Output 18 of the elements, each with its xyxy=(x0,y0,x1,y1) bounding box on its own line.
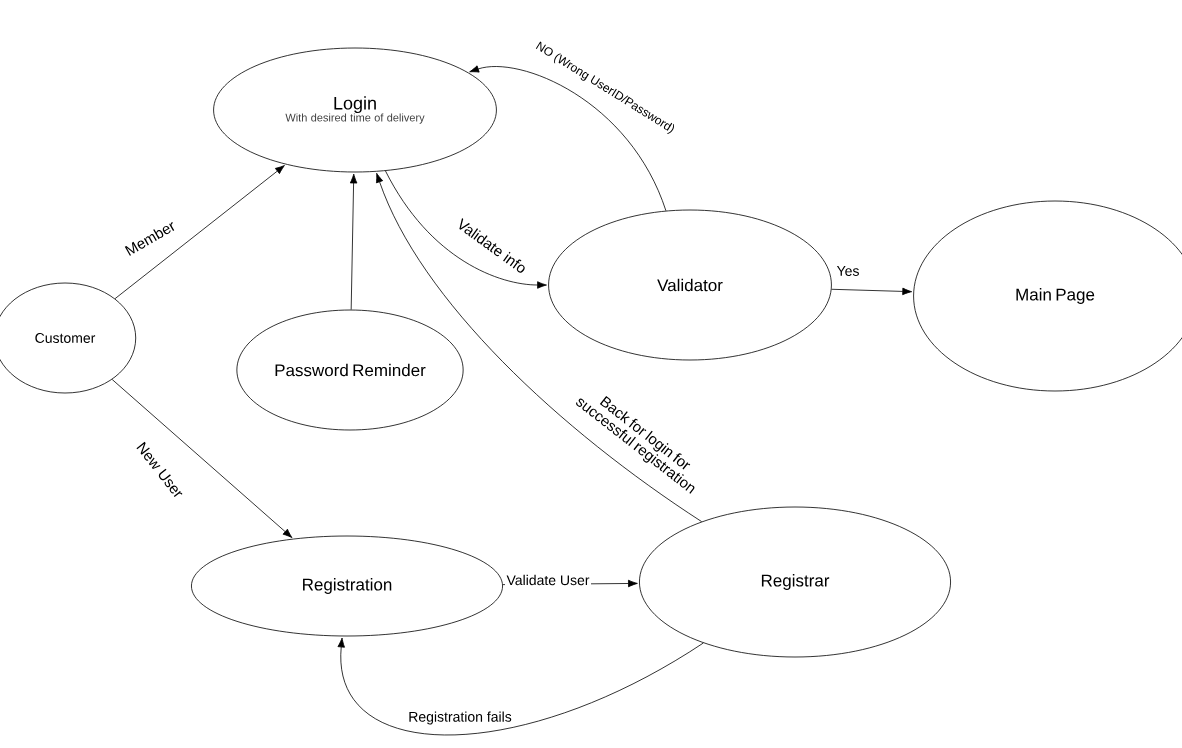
arrow xyxy=(114,165,285,300)
state-node: Validator xyxy=(548,209,832,361)
edge-label: Validate User xyxy=(505,573,591,587)
state-node: Registrar xyxy=(639,506,951,658)
state-node: Main Page xyxy=(913,200,1182,392)
edge-label: Registration fails xyxy=(406,710,514,727)
state-node: Customer xyxy=(0,282,137,394)
arrow xyxy=(111,379,293,538)
arrow xyxy=(385,170,547,289)
state-node: Login With desired time of delivery xyxy=(213,47,497,173)
state-node: Password Reminder xyxy=(236,309,464,431)
arrow xyxy=(337,637,704,736)
edge-label: Yes xyxy=(835,264,861,278)
arrow xyxy=(376,172,703,522)
arrow xyxy=(469,65,667,212)
arrow xyxy=(831,287,913,296)
state-node: Registration xyxy=(191,535,503,637)
arrow xyxy=(349,173,358,310)
